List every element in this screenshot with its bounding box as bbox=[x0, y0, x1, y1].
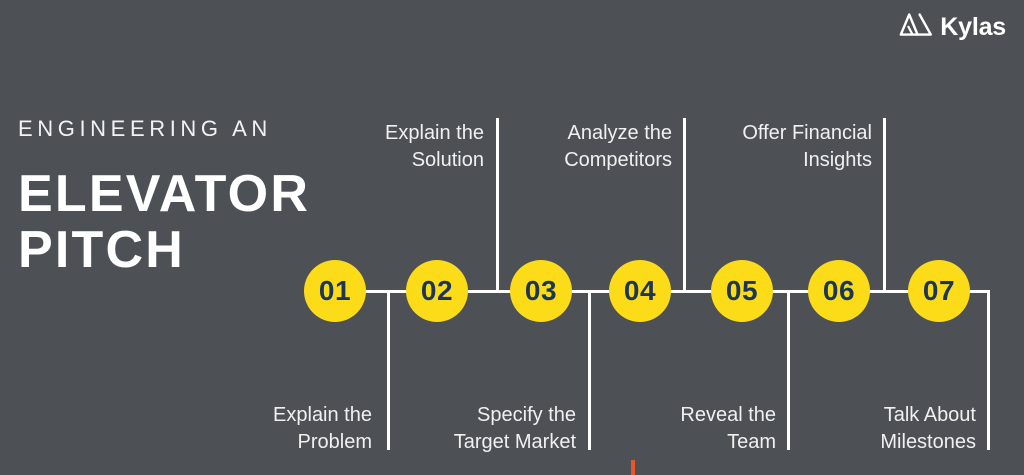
step-label-06: Offer Financial Insights bbox=[742, 122, 872, 171]
mountain-peaks-icon bbox=[899, 12, 933, 43]
step-label-02: Explain the Solution bbox=[385, 122, 484, 171]
connector-line-step-7 bbox=[987, 290, 990, 450]
connector-line-step-4 bbox=[683, 118, 686, 293]
step-label-04: Analyze the Competitors bbox=[564, 122, 672, 171]
step-label-01: Explain the Problem bbox=[273, 404, 372, 453]
timeline-node-02[interactable]: 02 bbox=[406, 260, 468, 322]
node-number: 03 bbox=[524, 275, 558, 306]
brand-name: Kylas bbox=[940, 13, 1006, 41]
node-number: 01 bbox=[318, 275, 352, 306]
node-number: 04 bbox=[623, 275, 657, 306]
connector-line-step-2 bbox=[496, 118, 499, 293]
page-title: ELEVATOR PITCH bbox=[18, 165, 338, 279]
timeline-node-03[interactable]: 03 bbox=[510, 260, 572, 322]
connector-line-step-5 bbox=[787, 290, 790, 450]
timeline-node-04[interactable]: 04 bbox=[609, 260, 671, 322]
brand-logo: Kylas bbox=[899, 12, 1006, 43]
headline-block: ENGINEERING AN ELEVATOR PITCH bbox=[18, 118, 338, 278]
node-number: 07 bbox=[922, 275, 956, 306]
step-label-07: Talk About Milestones bbox=[880, 404, 976, 453]
connector-line-step-6 bbox=[883, 118, 886, 293]
node-number: 06 bbox=[822, 275, 856, 306]
step-label-05: Reveal the Team bbox=[680, 404, 776, 453]
timeline-node-05[interactable]: 05 bbox=[711, 260, 773, 322]
node-number: 02 bbox=[420, 275, 454, 306]
connector-line-step-1 bbox=[387, 290, 390, 450]
node-number: 05 bbox=[725, 275, 759, 306]
step-label-03: Specify the Target Market bbox=[453, 404, 576, 453]
connector-line-step-3 bbox=[588, 290, 591, 450]
timeline-node-07[interactable]: 07 bbox=[908, 260, 970, 322]
bottom-edge-marker bbox=[631, 460, 635, 475]
title-line-2: PITCH bbox=[18, 220, 185, 279]
title-line-1: ELEVATOR bbox=[18, 165, 311, 223]
timeline-node-01[interactable]: 01 bbox=[304, 260, 366, 322]
eyebrow-text: ENGINEERING AN bbox=[18, 116, 272, 141]
timeline-node-06[interactable]: 06 bbox=[808, 260, 870, 322]
